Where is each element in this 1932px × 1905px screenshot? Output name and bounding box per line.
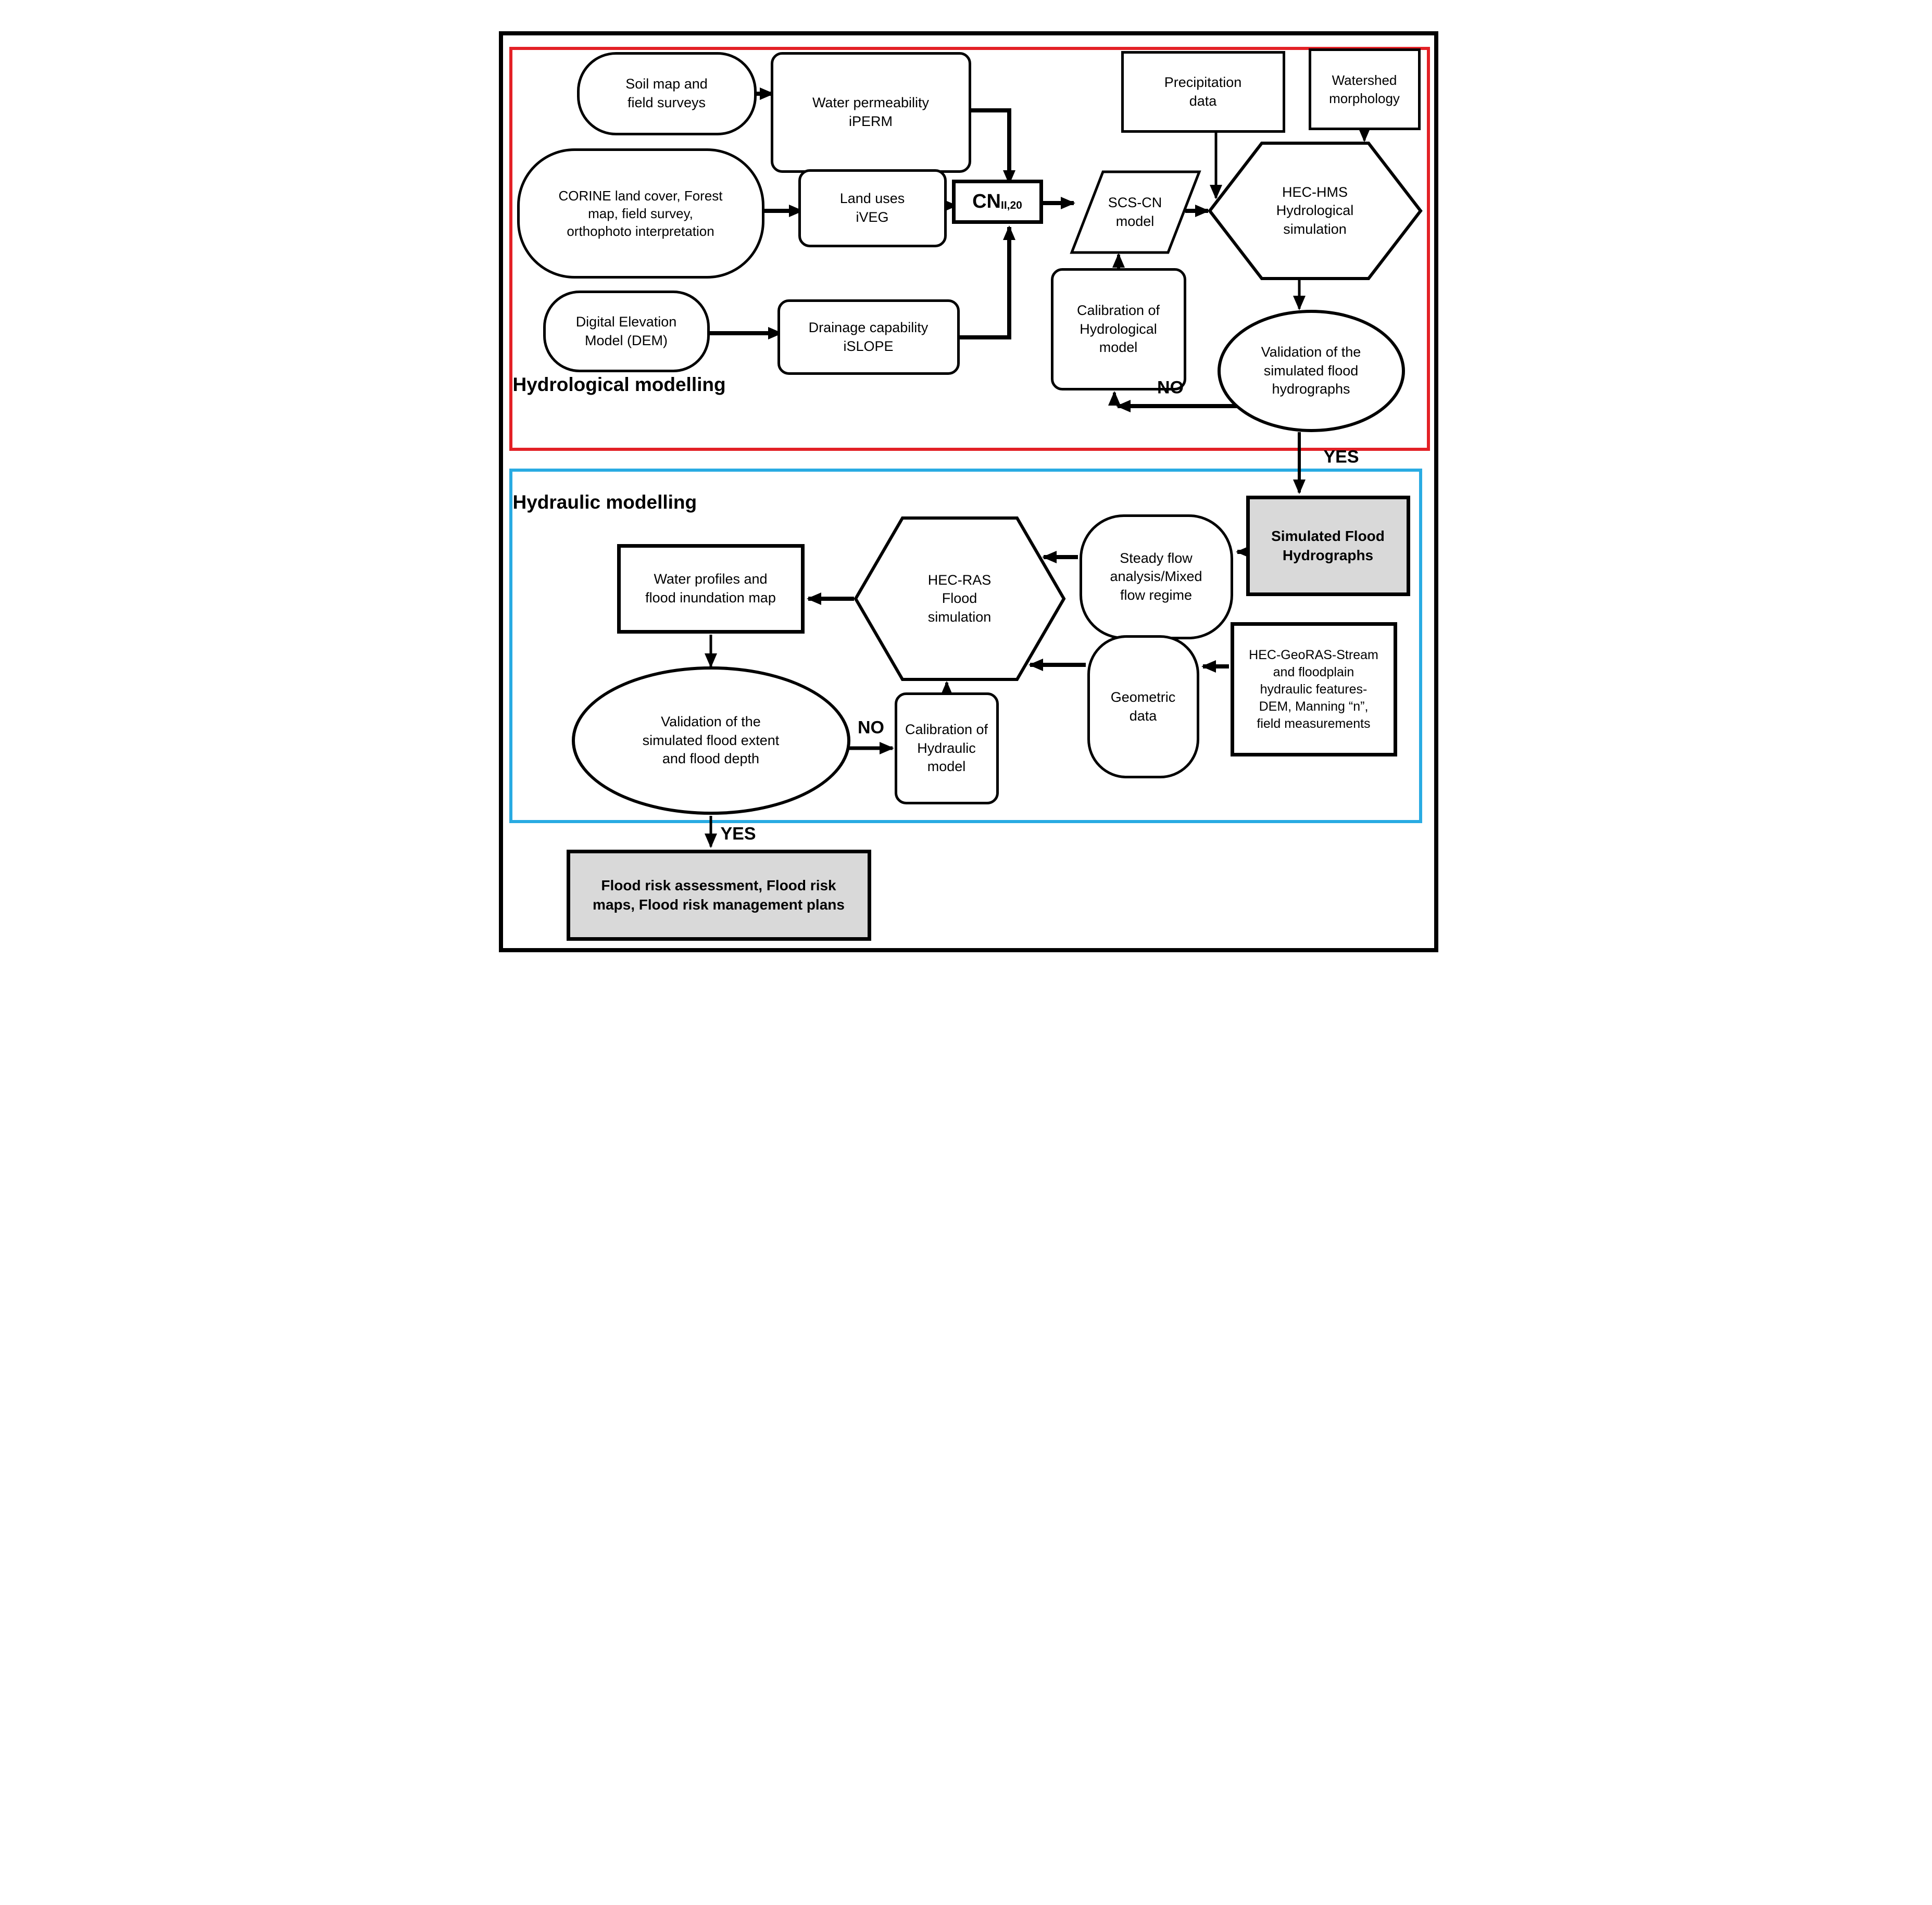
node-calibration-hydraulic: Calibration of Hydraulic model — [894, 692, 999, 804]
hec-ras-hexagon — [854, 516, 1065, 681]
no-label-top: NO — [1157, 377, 1184, 398]
hec-hms-hexagon — [1207, 142, 1423, 280]
node-corine: CORINE land cover, Forest map, field sur… — [517, 148, 764, 279]
arrows — [704, 87, 1371, 848]
node-precipitation: Precipitation data — [1121, 51, 1285, 133]
node-scs-cn-label: SCS-CN model — [1108, 195, 1162, 229]
node-hec-georas: HEC-GeoRAS-Stream and floodplain hydraul… — [1230, 622, 1397, 756]
node-cn: CN II,20 — [951, 180, 1043, 224]
yes-label-bottom: YES — [720, 824, 756, 844]
cn-label: CN — [972, 191, 1001, 213]
node-simulated-flood: Simulated Flood Hydrographs — [1246, 496, 1410, 596]
node-land-uses: Land uses iVEG — [798, 169, 947, 247]
arrow-iperm-to-cn — [970, 108, 1015, 185]
arrow-islope-to-cn — [959, 225, 1015, 339]
node-water-permeability: Water permeability iPERM — [770, 52, 971, 173]
connector-layer — [704, 87, 1423, 848]
cn-subscript: II,20 — [1001, 199, 1022, 212]
node-water-profiles: Water profiles and flood inundation map — [617, 544, 805, 634]
node-flood-risk: Flood risk assessment, Flood risk maps, … — [566, 850, 871, 941]
scs-cn-parallelogram — [1069, 170, 1201, 254]
node-hec-hms-label: HEC-HMS Hydrological simulation — [1276, 184, 1354, 237]
node-dem: Digital Elevation Model (DEM) — [543, 291, 710, 372]
node-validation-hydrographs: Validation of the simulated flood hydrog… — [1217, 310, 1405, 432]
outer-border — [498, 31, 1438, 952]
yes-label-top: YES — [1323, 447, 1359, 467]
node-calibration-hydrological: Calibration of Hydrological model — [1050, 268, 1186, 390]
node-validation-extent: Validation of the simulated flood extent… — [571, 666, 850, 815]
no-label-bottom: NO — [858, 717, 884, 738]
flowchart-canvas: Hydrological modelling Hydraulic modelli… — [483, 0, 1449, 953]
hydrological-section-label: Hydrological modelling — [512, 374, 726, 395]
node-geometric-data: Geometric data — [1087, 635, 1199, 778]
hydraulic-section-border — [509, 469, 1422, 823]
node-steady-flow: Steady flow analysis/Mixed flow regime — [1079, 514, 1233, 639]
node-hec-ras-label: HEC-RAS Flood simulation — [927, 572, 992, 625]
hydraulic-section-label: Hydraulic modelling — [512, 491, 697, 513]
hydrological-section-border — [509, 47, 1430, 451]
node-soil-map: Soil map and field surveys — [576, 52, 757, 135]
node-drainage: Drainage capability iSLOPE — [777, 299, 960, 375]
node-watershed: Watershed morphology — [1308, 48, 1421, 130]
